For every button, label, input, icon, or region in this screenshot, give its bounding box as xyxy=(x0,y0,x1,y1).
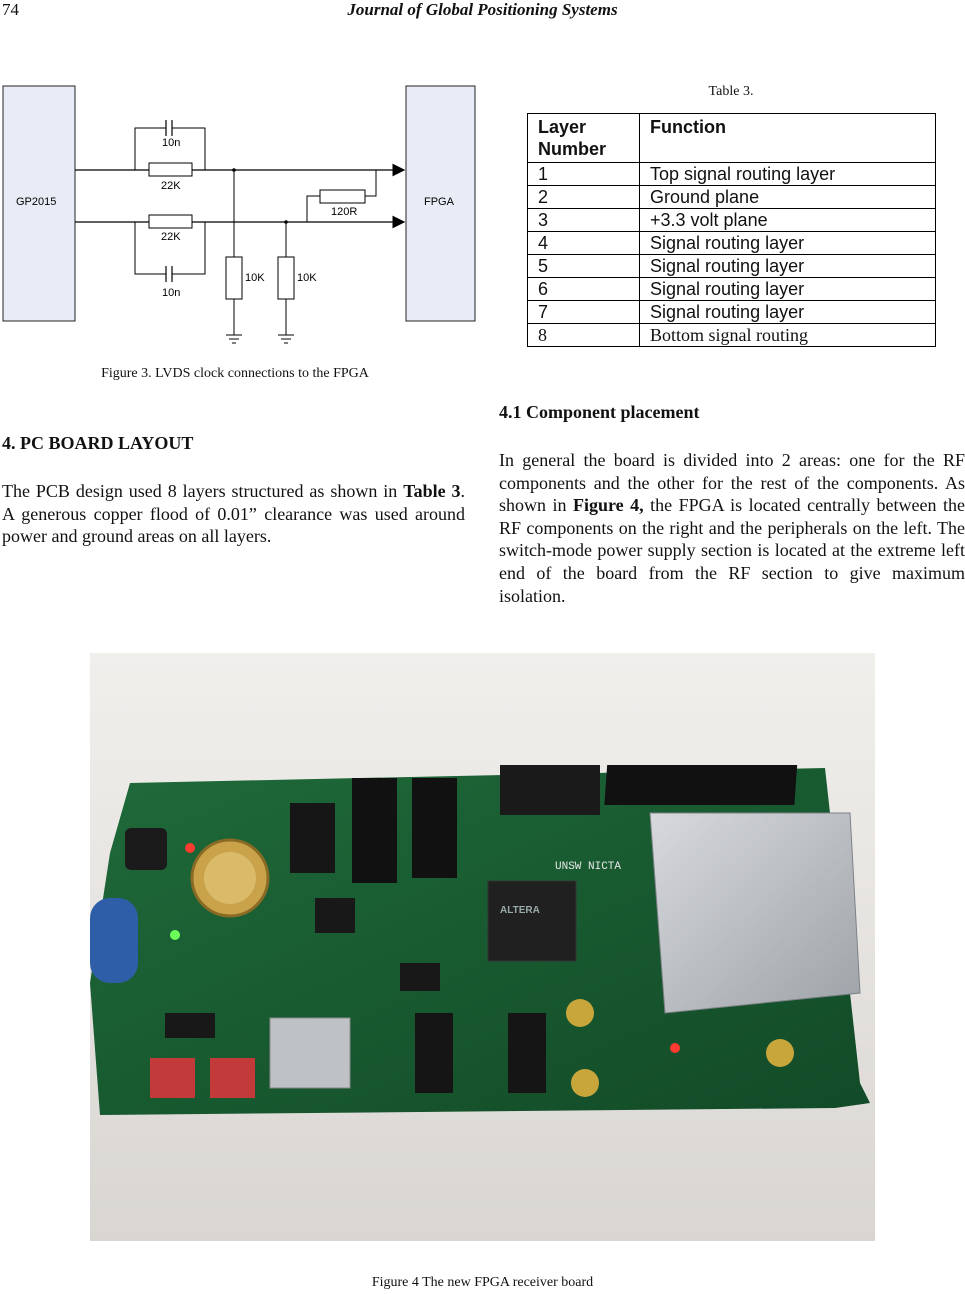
function-cell: +3.3 volt plane xyxy=(639,208,936,232)
ethernet-jack xyxy=(269,1017,351,1089)
header-layer-number: Layer Number xyxy=(527,113,640,163)
memory-chip xyxy=(352,778,397,883)
function-cell: Signal routing layer xyxy=(639,300,936,324)
section-4-text-cont: . A generous copper flood of 0.01” clear… xyxy=(2,481,465,547)
table-3-reference: Table 3 xyxy=(403,481,461,501)
sma-connector xyxy=(766,1039,794,1067)
red-led xyxy=(185,843,195,853)
res-bottom-label: 22K xyxy=(161,231,181,243)
electrolytic-capacitor xyxy=(90,898,138,983)
chip xyxy=(165,1013,215,1038)
layer-number-cell: 7 xyxy=(527,300,640,324)
function-cell: Top signal routing layer xyxy=(639,162,936,186)
layer-number-cell: 1 xyxy=(527,162,640,186)
pin-header xyxy=(508,1013,546,1093)
function-cell: Ground plane xyxy=(639,185,936,209)
pull2-label: 10K xyxy=(297,272,317,284)
green-led xyxy=(170,930,180,940)
page-number: 74 xyxy=(2,0,19,19)
gp2015-block xyxy=(2,85,76,322)
res-term-label: 120R xyxy=(331,206,357,218)
table-header-row: Layer Number Function xyxy=(527,113,936,163)
function-cell: Signal routing layer xyxy=(639,231,936,255)
cap-top-label: 10n xyxy=(162,137,180,149)
chip xyxy=(315,898,355,933)
pull1-label: 10K xyxy=(245,272,265,284)
function-cell: Signal routing layer xyxy=(639,277,936,301)
res-top-label: 22K xyxy=(161,180,181,192)
chip xyxy=(400,963,440,991)
section-4-heading: 4. PC BOARD LAYOUT xyxy=(2,433,194,453)
box-header xyxy=(500,765,600,815)
section-4-text: The PCB design used 8 layers structured … xyxy=(2,481,404,501)
figure-4-reference: Figure 4, xyxy=(572,495,644,516)
res-term xyxy=(319,189,366,204)
section-4-1-paragraph: In general the board is divided into 2 a… xyxy=(499,449,965,607)
layer-number-cell: 3 xyxy=(527,208,640,232)
section-4-1-text-cont: the FPGA is located centrally between th… xyxy=(499,495,965,606)
lvds-schematic: GP2015 FPGA 10n 22K 22K 10n 120R 10K 10K xyxy=(2,85,476,344)
table-row: 3+3.3 volt plane xyxy=(527,208,936,232)
pull2 xyxy=(277,256,295,300)
red-connector xyxy=(210,1058,255,1098)
pin-header xyxy=(604,765,798,805)
pin-header xyxy=(415,1013,453,1093)
section-4-paragraph: The PCB design used 8 layers structured … xyxy=(2,480,465,548)
red-connector xyxy=(150,1058,195,1098)
silkscreen-label: UNSW NICTA xyxy=(555,861,621,873)
layer-number-cell: 5 xyxy=(527,254,640,278)
fpga-chip xyxy=(487,880,577,962)
fpga-board-photo: ALTERA UNSW NICTA xyxy=(90,653,875,1241)
rf-shield-can xyxy=(649,812,861,1014)
table-3-caption: Table 3. xyxy=(708,84,754,99)
section-4-1-heading: 4.1 Component placement xyxy=(499,402,700,422)
fpga-label: FPGA xyxy=(424,196,455,208)
res-top xyxy=(148,162,193,177)
inductor xyxy=(125,828,167,870)
chip xyxy=(290,803,335,873)
gp2015-label: GP2015 xyxy=(16,196,56,208)
header-function: Function xyxy=(639,113,936,163)
cap-bottom-label: 10n xyxy=(162,287,180,299)
fpga-block xyxy=(405,85,476,322)
svg-text:ALTERA: ALTERA xyxy=(500,905,540,916)
function-cell: Bottom signal routing xyxy=(639,323,936,347)
red-led xyxy=(670,1043,680,1053)
sma-connector xyxy=(566,999,594,1027)
memory-chip xyxy=(412,778,457,878)
section-4-1-text: In general the board is divided into 2 a… xyxy=(499,450,965,516)
pull1 xyxy=(225,256,243,300)
layer-number-cell: 2 xyxy=(527,185,640,209)
layer-number-cell: 4 xyxy=(527,231,640,255)
running-head: Journal of Global Positioning Systems xyxy=(347,0,618,19)
layer-number-cell: 6 xyxy=(527,277,640,301)
figure-3-caption: Figure 3. LVDS clock connections to the … xyxy=(101,366,369,381)
function-cell: Signal routing layer xyxy=(639,254,936,278)
layer-number-cell: 8 xyxy=(527,323,640,347)
figure-4-caption: Figure 4 The new FPGA receiver board xyxy=(371,1275,594,1290)
sma-connector xyxy=(571,1069,599,1097)
res-bottom xyxy=(148,214,193,229)
